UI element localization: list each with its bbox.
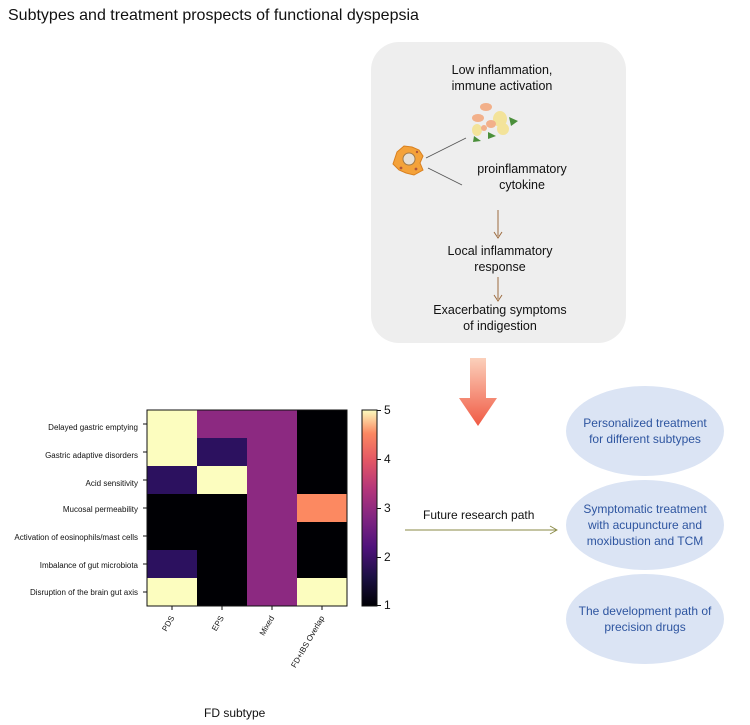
heatmap-cell: [197, 550, 247, 578]
heatmap-cell: [197, 578, 247, 606]
cell-connector-upper: [425, 137, 467, 159]
heatmap-cell: [247, 578, 297, 606]
row-label: Delayed gastric emptying: [48, 423, 138, 432]
down-arrow-icon: [459, 358, 497, 426]
treatment-text: The development path of precision drugs: [578, 604, 712, 634]
heatmap-cell: [247, 466, 297, 494]
heatmap-cell: [297, 494, 347, 522]
row-label: Imbalance of gut microbiota: [39, 561, 138, 570]
figure-title: Subtypes and treatment prospects of func…: [8, 7, 419, 24]
colorbar: [361, 409, 378, 607]
treatment-ellipse-personalized: Personalized treatment for different sub…: [566, 386, 724, 476]
future-research-arrow: [405, 525, 558, 535]
colorbar-tick-label: 1: [384, 598, 391, 612]
exacerbating-symptoms-label: Exacerbating symptoms of indigestion: [433, 303, 567, 333]
treatment-text: Personalized treatment for different sub…: [583, 416, 707, 446]
colorbar-ticks: [377, 410, 381, 606]
heatmap-cell: [147, 550, 197, 578]
x-axis-title: FD subtype: [204, 706, 266, 720]
heatmap-cell: [197, 522, 247, 550]
heatmap-cell: [197, 438, 247, 466]
pathway-arrow-2: [493, 277, 503, 302]
colorbar-tick-label: 2: [384, 550, 391, 564]
row-label: Mucosal permeability: [62, 505, 138, 514]
heatmap: [147, 410, 347, 606]
heatmap-cell: [297, 550, 347, 578]
heatmap-cell: [247, 438, 297, 466]
heatmap-cell: [297, 522, 347, 550]
heatmap-cell: [297, 438, 347, 466]
colorbar-tick-label: 5: [384, 403, 391, 417]
heatmap-cell: [297, 466, 347, 494]
heatmap-cell: [147, 494, 197, 522]
row-label: Gastric adaptive disorders: [45, 451, 138, 460]
heatmap-cell: [297, 410, 347, 438]
heatmap-cell: [197, 494, 247, 522]
proinflammatory-cytokine-label: proinflammatory cytokine: [477, 162, 567, 192]
heatmap-cell: [197, 466, 247, 494]
row-label: Disruption of the brain gut axis: [29, 588, 138, 597]
heatmap-cell: [247, 410, 297, 438]
cell-connector-lower: [427, 167, 463, 186]
cytokine-particles-icon: [472, 103, 518, 142]
heatmap-cell: [247, 494, 297, 522]
heatmap-cell: [147, 438, 197, 466]
heatmap-cell: [147, 522, 197, 550]
heatmap-cell: [247, 550, 297, 578]
low-inflammation-label: Low inflammation, immune activation: [451, 63, 553, 93]
treatment-ellipse-acupuncture: Symptomatic treatment with acupuncture a…: [566, 480, 724, 570]
heatmap-ticks: [143, 423, 323, 610]
treatment-text: Symptomatic treatment with acupuncture a…: [583, 502, 707, 548]
row-label: Acid sensitivity: [85, 479, 138, 488]
heatmap-cell: [147, 410, 197, 438]
heatmap-cell: [147, 578, 197, 606]
heatmap-cell: [147, 466, 197, 494]
local-inflammatory-response-label: Local inflammatory response: [447, 244, 553, 274]
row-label: Activation of eosinophils/mast cells: [14, 533, 138, 542]
heatmap-cell: [297, 578, 347, 606]
future-research-label: Future research path: [423, 508, 535, 522]
pathway-arrow-1: [493, 210, 503, 239]
immune-cell-icon: [392, 145, 424, 176]
heatmap-cell: [247, 522, 297, 550]
treatment-ellipse-precision-drugs: The development path of precision drugs: [566, 574, 724, 664]
colorbar-tick-label: 4: [384, 452, 391, 466]
heatmap-cell: [197, 410, 247, 438]
colorbar-tick-label: 3: [384, 501, 391, 515]
